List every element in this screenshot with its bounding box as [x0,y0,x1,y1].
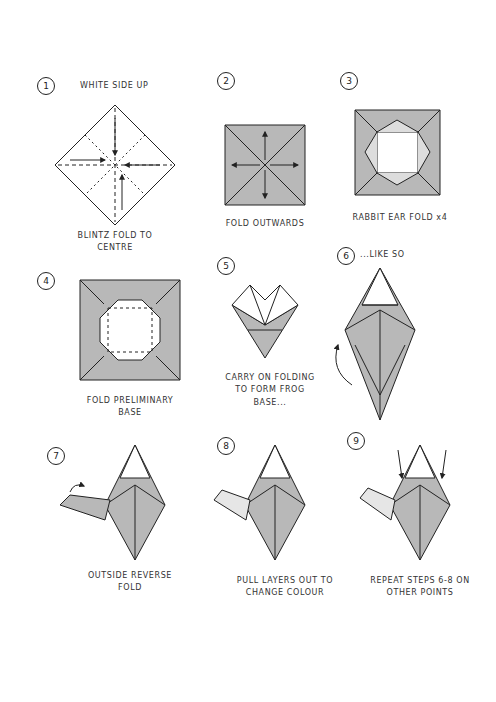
step-number-circle: 7 [47,447,65,465]
step-number: 1 [43,81,49,91]
step-number-circle: 3 [340,72,358,90]
step-caption: CARRY ON FOLDING TO FORM FROG BASE... [220,372,320,409]
step-caption: FOLD PRELIMINARY BASE [75,395,185,420]
step-number: 5 [223,261,229,271]
step-caption: RABBIT EAR FOLD x4 [340,212,460,224]
step-number: 9 [353,436,359,446]
step-number-circle: 8 [217,437,235,455]
step-number: 7 [53,451,59,461]
step-number: 4 [43,276,49,286]
step-caption: REPEAT STEPS 6-8 ON OTHER POINTS [370,575,470,600]
step-number-circle: 4 [37,272,55,290]
step-caption: OUTSIDE REVERSE FOLD [75,570,185,595]
step-number-circle: 2 [217,72,235,90]
step-number-circle: 5 [217,257,235,275]
step-number-circle: 1 [37,77,55,95]
step-number: 6 [343,251,349,261]
step-number: 3 [346,76,352,86]
step-caption: ...LIKE SO [360,249,460,261]
step-number-circle: 9 [347,432,365,450]
step-number: 8 [223,441,229,451]
step-caption: FOLD OUTWARDS [215,218,315,230]
step-caption: PULL LAYERS OUT TO CHANGE COLOUR [225,575,345,600]
step-number-circle: 6 [337,247,355,265]
step-caption: WHITE SIDE UP [80,80,190,92]
step-caption: BLINTZ FOLD TO CENTRE [70,230,160,255]
step-number: 2 [223,76,229,86]
